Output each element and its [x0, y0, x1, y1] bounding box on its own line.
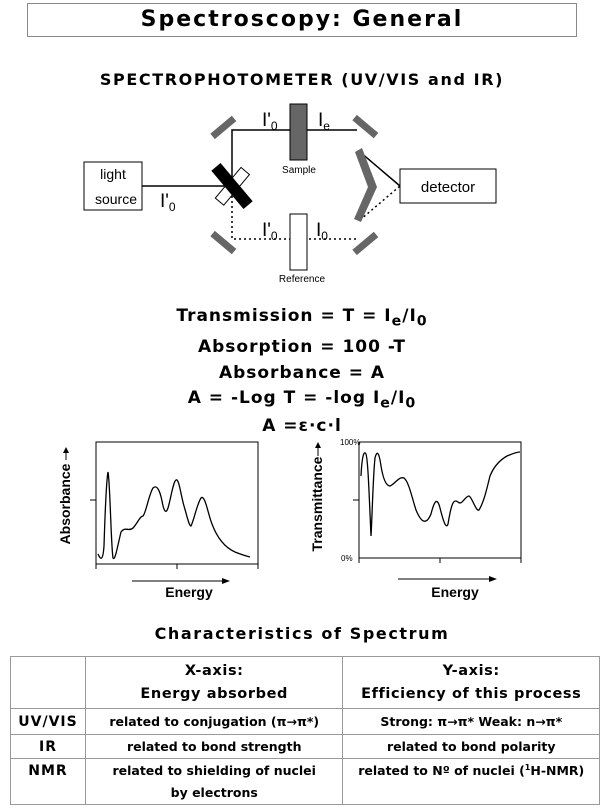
- beam-label-bottom-left: I'0: [262, 220, 278, 243]
- transmittance-tick-top: 100%: [340, 438, 360, 447]
- row-uvvis-y: Strong: π→π* Weak: n→π*: [342, 708, 600, 735]
- detector-box: [399, 168, 497, 204]
- spectrophotometer-diagram: light source detector Sample Reference I…: [83, 103, 497, 285]
- transmittance-tick-bottom: 0%: [341, 554, 353, 563]
- table-corner-cell: [10, 656, 86, 709]
- detector-label: detector: [421, 179, 475, 196]
- equation-log: A = -Log T = -log Ie/I0: [187, 388, 417, 412]
- absorbance-xlabel: Energy: [165, 584, 213, 600]
- detector-beam-reference: [359, 185, 401, 221]
- equation-absorbance: Absorbance = A: [218, 363, 386, 383]
- mirror-bottom-right: [352, 231, 379, 256]
- absorbance-ylabel: Absorbance: [57, 463, 73, 544]
- sample-beam: [231, 129, 357, 186]
- absorbance-xlabel-arrowhead: [222, 578, 230, 584]
- light-source-box: [83, 161, 143, 211]
- beam-splitter: [211, 162, 253, 210]
- x-axis-header: X-axis:Energy absorbed: [84, 656, 344, 709]
- page-title: Spectroscopy: General: [27, 3, 577, 37]
- beam-label-top-right: Ie: [318, 110, 330, 133]
- equation-beer-lambert: A =ε·c·l: [262, 416, 342, 436]
- transmittance-xlabel: Energy: [431, 584, 479, 600]
- sample-cell: [289, 103, 308, 161]
- row-name-uvvis: UV/VIS: [10, 708, 86, 735]
- transmittance-curve: [360, 451, 521, 537]
- transmittance-xlabel-arrowhead: [489, 576, 497, 582]
- beam-label-source: I'0: [160, 191, 176, 214]
- table-row: UV/VIS related to conjugation (π→π*) Str…: [10, 708, 600, 735]
- mirror-bottom-left: [210, 230, 237, 255]
- spectrophotometer-heading: SPECTROPHOTOMETER (UV/VIS and IR): [99, 70, 505, 89]
- absorbance-ylabel-arrowhead: [63, 447, 69, 453]
- table-header-row: X-axis:Energy absorbed Y-axis:Efficiency…: [10, 656, 600, 709]
- mirror-top-left: [210, 115, 237, 140]
- light-source-label-2: source: [95, 191, 137, 207]
- sample-label: Sample: [282, 165, 316, 176]
- transmittance-frame: [358, 441, 522, 559]
- y-axis-header: Y-axis:Efficiency of this process: [342, 656, 600, 709]
- row-ir-x: related to bond strength: [84, 734, 344, 759]
- row-name-ir: IR: [10, 734, 86, 759]
- table-row: IR related to bond strength related to b…: [10, 734, 600, 759]
- transmittance-ylabel-arrowhead: [315, 442, 321, 448]
- absorbance-frame: [95, 441, 259, 565]
- row-name-nmr: NMR: [10, 758, 86, 805]
- beam-label-bottom-right: I0: [316, 220, 328, 243]
- spectra-schematic: Absorbance Energy 100% 0% Transmittance …: [57, 438, 522, 600]
- transmittance-ylabel: Transmittance: [309, 456, 325, 551]
- rotating-mirror: [354, 148, 377, 222]
- beam-label-top-left: I'0: [262, 110, 278, 133]
- light-source-label-1: light: [100, 166, 126, 182]
- characteristics-heading: Characteristics of Spectrum: [154, 624, 450, 643]
- row-ir-y: related to bond polarity: [342, 734, 600, 759]
- mirror-top-right: [352, 114, 379, 139]
- characteristics-table: X-axis:Energy absorbed Y-axis:Efficiency…: [10, 656, 600, 805]
- equation-transmission: Transmission = T = Ie/I0: [176, 306, 428, 330]
- row-uvvis-x: related to conjugation (π→π*): [84, 708, 344, 735]
- absorbance-curve: [97, 471, 251, 560]
- reference-beam: [231, 186, 357, 240]
- reference-cell: [289, 213, 308, 271]
- equation-absorption: Absorption = 100 -T: [197, 337, 407, 357]
- detector-beam: [359, 151, 401, 187]
- row-nmr-y: related to Nº of nuclei (1H-NMR): [342, 758, 600, 805]
- reference-label: Reference: [279, 274, 326, 285]
